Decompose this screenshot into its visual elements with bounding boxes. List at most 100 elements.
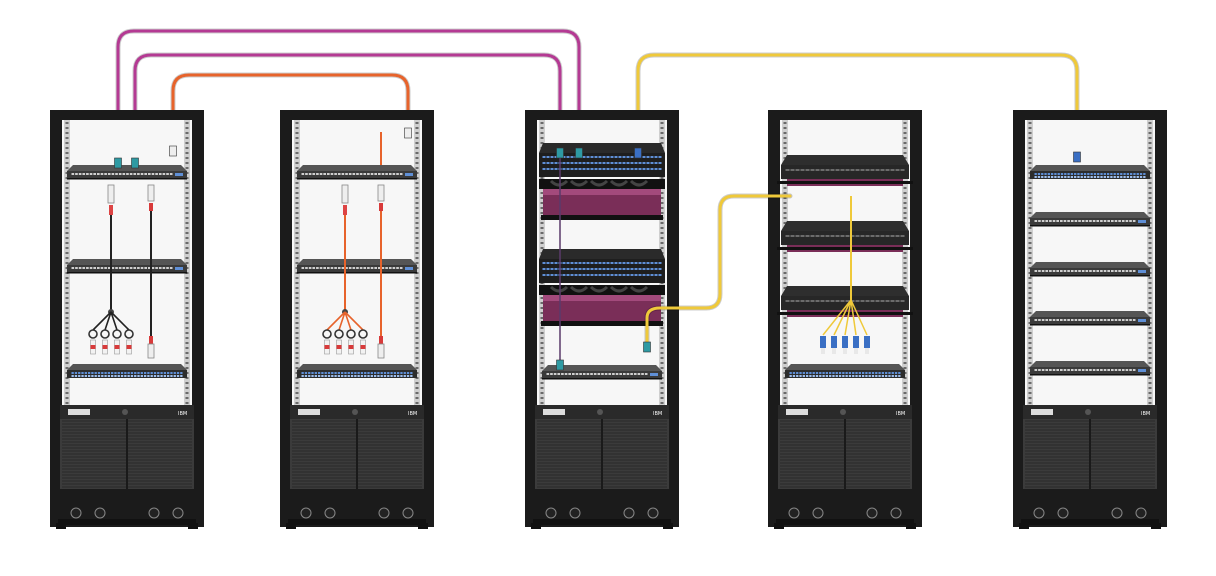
- rail-hole: [1028, 187, 1032, 189]
- rail-hole: [185, 322, 189, 324]
- port: [642, 168, 646, 170]
- rail-hole: [1148, 377, 1152, 379]
- port: [1111, 369, 1114, 371]
- port: [1118, 369, 1121, 371]
- port: [330, 173, 334, 175]
- rail-hole: [540, 247, 544, 249]
- port: [615, 373, 619, 375]
- rack-base: [1021, 519, 1159, 525]
- port: [878, 372, 881, 374]
- rail-hole: [295, 132, 299, 134]
- rail-hole: [65, 187, 69, 189]
- rail-hole: [1148, 382, 1152, 384]
- port: [388, 267, 392, 269]
- rail-hole: [1148, 342, 1152, 344]
- rail-hole: [1148, 312, 1152, 314]
- rail-hole: [1028, 277, 1032, 279]
- uplink-port: [1138, 220, 1146, 223]
- rail-hole: [185, 352, 189, 354]
- port: [1103, 319, 1107, 321]
- port: [566, 156, 570, 158]
- port: [74, 372, 78, 374]
- port: [1034, 176, 1037, 178]
- port: [341, 173, 345, 175]
- port: [870, 235, 875, 237]
- caster-wheel: [300, 507, 312, 519]
- port: [885, 300, 890, 302]
- rail-hole: [540, 142, 544, 144]
- port: [1093, 173, 1097, 175]
- rail-hole: [415, 342, 419, 344]
- port: [1103, 220, 1107, 222]
- port: [586, 373, 590, 375]
- cable-loop: [112, 329, 122, 339]
- rail-hole: [185, 312, 189, 314]
- port: [852, 372, 855, 374]
- port: [301, 267, 305, 269]
- rail-hole: [903, 192, 907, 194]
- port: [317, 375, 321, 377]
- port: [815, 372, 819, 374]
- port: [594, 268, 598, 270]
- rail-hole: [1148, 282, 1152, 284]
- rail-hole: [903, 267, 907, 269]
- rail-hole: [185, 387, 189, 389]
- port: [626, 373, 630, 375]
- rail-hole: [295, 332, 299, 334]
- port: [865, 372, 868, 374]
- cable-loop: [569, 285, 589, 293]
- lc-connector: [831, 336, 837, 348]
- rail-hole: [1148, 287, 1152, 289]
- port: [308, 372, 311, 374]
- port: [638, 162, 642, 164]
- rail-hole: [1028, 167, 1032, 169]
- rail-hole: [185, 292, 189, 294]
- rail-hole: [185, 197, 189, 199]
- port: [1085, 220, 1089, 222]
- caster-wheel: [647, 507, 659, 519]
- rail-hole: [540, 342, 544, 344]
- lock-icon: [122, 409, 128, 415]
- rail-hole: [1028, 237, 1032, 239]
- cable-loop: [88, 329, 98, 339]
- port: [84, 372, 87, 374]
- switch-shadow: [297, 178, 417, 180]
- port: [304, 372, 308, 374]
- port: [820, 300, 825, 302]
- rail-hole: [903, 357, 907, 359]
- rack-foot: [286, 523, 296, 529]
- port: [1103, 176, 1106, 178]
- port: [170, 372, 173, 374]
- caster-wheel: [890, 507, 902, 519]
- port: [835, 235, 840, 237]
- port: [323, 267, 326, 269]
- port: [316, 267, 319, 269]
- rail-hole: [185, 182, 189, 184]
- breakout-leg: [92, 311, 112, 331]
- port: [900, 235, 905, 237]
- cable-loop: [334, 329, 344, 339]
- rail-hole: [540, 387, 544, 389]
- port: [602, 274, 606, 276]
- switch-face: [1030, 171, 1150, 179]
- port: [308, 375, 311, 377]
- rail-hole: [783, 402, 787, 404]
- port: [610, 268, 614, 270]
- port: [815, 169, 820, 171]
- port: [578, 162, 582, 164]
- port: [387, 372, 390, 374]
- enclosure-top: [539, 143, 665, 153]
- port: [74, 375, 78, 377]
- port: [1038, 369, 1041, 371]
- port: [606, 168, 610, 170]
- port: [554, 268, 558, 270]
- rail-hole: [660, 402, 664, 404]
- caster-wheel: [148, 507, 160, 519]
- rail-hole: [903, 127, 907, 129]
- panel-top: [781, 155, 909, 165]
- rail-hole: [415, 367, 419, 369]
- rail-hole: [1148, 397, 1152, 399]
- caster-wheel: [378, 507, 390, 519]
- caster-wheel: [788, 507, 800, 519]
- port: [107, 267, 111, 269]
